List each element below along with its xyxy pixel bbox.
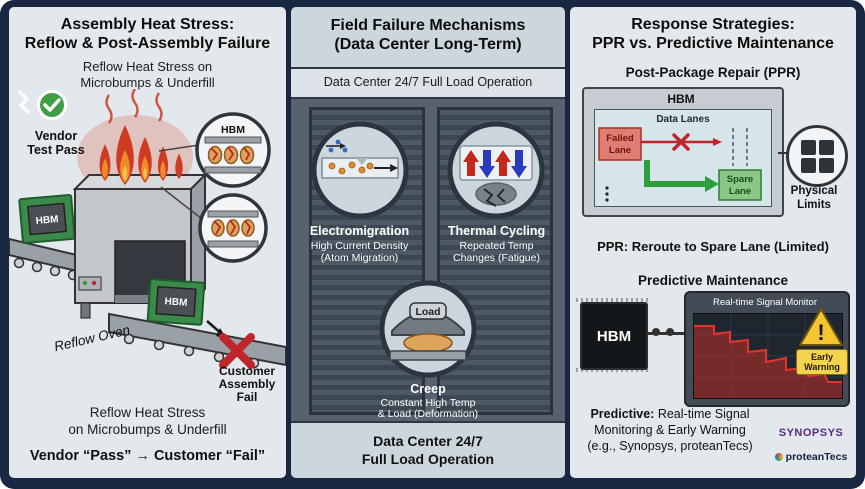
- mid-bottom-line1: Data Center 24/7: [373, 433, 483, 449]
- signal-trace: [694, 325, 842, 383]
- failed-lane-line2: Lane: [609, 145, 631, 156]
- right-title-line1: Response Strategies:: [631, 16, 795, 33]
- predictive-heading: Predictive Maintenance: [637, 273, 789, 288]
- right-title-line2: PPR vs. Predictive Maintenance: [592, 35, 834, 52]
- failed-lane-box: Failed Lane: [598, 127, 642, 161]
- creep-name: Creep: [410, 382, 446, 396]
- hbm-chip-incoming: HBM: [18, 193, 76, 245]
- physical-limits-icon: [786, 125, 848, 187]
- mid-bottom-band: Data Center 24/7 Full Load Operation: [291, 421, 565, 478]
- monitor-wire: [646, 332, 684, 335]
- signal-monitor-panel: Real-time Signal Monitor: [684, 291, 850, 407]
- left-title-line1: Assembly Heat Stress:: [60, 16, 235, 33]
- left-bottom-line2: on Microbumps & Underfill: [68, 422, 227, 437]
- creep-callout: Load: [378, 279, 478, 379]
- thermal-cycling-desc2: Changes (Fatigue): [453, 252, 540, 264]
- left-bottom-line1: Reflow Heat Stress: [89, 405, 206, 420]
- mid-subtitle: Data Center 24/7 Full Load Operation: [323, 75, 533, 89]
- predictive-hbm-chip: HBM: [580, 302, 648, 370]
- thermal-cycling-callout: [446, 120, 546, 220]
- microbump-callout-top: HBM: [195, 112, 271, 188]
- monitor-title: Real-time Signal Monitor: [712, 297, 817, 308]
- creep-desc1: Constant High Temp: [380, 397, 476, 409]
- panel-field-failure: Field Failure Mechanisms (Data Center Lo…: [291, 7, 565, 478]
- predictive-caption-line3: (e.g., Synopsys, proteanTecs): [587, 439, 753, 453]
- reflow-illustration: HBM: [9, 89, 286, 369]
- creep-load-label: Load: [415, 306, 440, 318]
- electromigration-callout: [310, 120, 410, 220]
- ppr-heading: Post-Package Repair (PPR): [625, 65, 801, 80]
- pass-check-icon: [37, 90, 67, 120]
- left-title-line2: Reflow & Post-Assembly Failure: [24, 35, 271, 52]
- mid-title-line2: (Data Center Long-Term): [334, 36, 522, 53]
- left-subtitle-line1: Reflow Heat Stress on: [82, 59, 213, 74]
- synopsys-logo: SYNOPSYS: [778, 427, 844, 439]
- electromigration-desc2: (Atom Migration): [320, 252, 399, 264]
- creep-desc2: & Load (Deformation): [377, 408, 479, 420]
- chip-pins-bottom: [576, 368, 648, 372]
- left-conveyor: [9, 237, 86, 281]
- electromigration-name: Electromigration: [309, 224, 410, 238]
- predictive-caption-line2: Monitoring & Early Warning: [594, 423, 746, 437]
- wire-dot-1: [652, 328, 660, 336]
- ppr-data-lanes-panel: Data Lanes Failed Lane: [594, 109, 772, 207]
- mid-title-band: Field Failure Mechanisms (Data Center Lo…: [291, 7, 565, 69]
- predictive-caption: Predictive: Real-time Signal Monitoring …: [570, 406, 770, 454]
- vendor-pass-label: Vendor Test Pass: [27, 129, 85, 157]
- proteantecs-logo: proteanTecs: [766, 451, 856, 463]
- spare-lane-line1: Spare: [727, 174, 753, 185]
- hbm-chip-outgoing: HBM: [146, 278, 206, 326]
- physical-limits-line2: Limits: [797, 199, 831, 211]
- svg-text:!: !: [817, 320, 824, 345]
- early-warning-badge: Early Warning: [796, 349, 848, 375]
- panel-assembly-heat-stress: Assembly Heat Stress: Reflow & Post-Asse…: [9, 7, 286, 478]
- customer-fail-label: Customer Assembly Fail: [218, 364, 276, 404]
- ppr-hbm-label: HBM: [667, 92, 695, 106]
- reflow-oven: [72, 172, 208, 319]
- chip-pins-top: [576, 298, 648, 302]
- crack-flash-icon: [17, 89, 31, 115]
- early-warning-icon: !: [799, 308, 843, 346]
- wire-dot-2: [666, 328, 674, 336]
- hbm-chip-incoming-label: HBM: [35, 214, 59, 227]
- spare-lane-box: Spare Lane: [718, 169, 762, 201]
- ppr-hbm-box: HBM Data Lanes Failed Lane: [582, 87, 784, 217]
- mid-bottom-line2: Full Load Operation: [361, 451, 495, 467]
- mid-title-line1: Field Failure Mechanisms: [330, 17, 526, 34]
- ppr-caption: PPR: Reroute to Spare Lane (Limited): [597, 239, 829, 254]
- proteantecs-mark-icon: [774, 453, 783, 461]
- electromigration-desc1: High Current Density: [310, 240, 409, 252]
- early-warning-line1: Early: [810, 352, 834, 362]
- flames-icon: [99, 89, 183, 185]
- left-bottom-conclusion: Vendor “Pass” → Customer “Fail”: [29, 448, 266, 464]
- predictive-hbm-label: HBM: [596, 327, 632, 345]
- thermal-cycling-name: Thermal Cycling: [447, 224, 546, 238]
- early-warning-line2: Warning: [804, 362, 840, 372]
- predictive-caption-bold: Predictive:: [590, 407, 655, 421]
- failed-lane-line1: Failed: [606, 133, 634, 144]
- physical-limits-line1: Physical: [790, 185, 838, 197]
- left-subtitle-line2: Microbumps & Underfill: [80, 75, 215, 90]
- hbm-chip-outgoing-label: HBM: [164, 296, 187, 309]
- spare-lane-line2: Lane: [729, 186, 751, 197]
- microbump-callout-bottom: [198, 193, 268, 263]
- reroute-arrow: [644, 160, 705, 187]
- mid-subtitle-band: Data Center 24/7 Full Load Operation: [291, 69, 565, 99]
- lane-fail-x-icon: [672, 133, 690, 151]
- panel-response-strategies: Response Strategies: PPR vs. Predictive …: [570, 7, 856, 478]
- fail-x-icon: [219, 333, 255, 369]
- data-lanes-label: Data Lanes: [656, 114, 710, 125]
- predictive-caption-line1: Real-time Signal: [654, 407, 750, 421]
- limits-connector: [778, 152, 788, 154]
- proteantecs-wordmark: proteanTecs: [785, 451, 848, 463]
- callout-hbm-label: HBM: [221, 124, 245, 136]
- thermal-cycling-desc1: Repeated Temp: [459, 240, 534, 252]
